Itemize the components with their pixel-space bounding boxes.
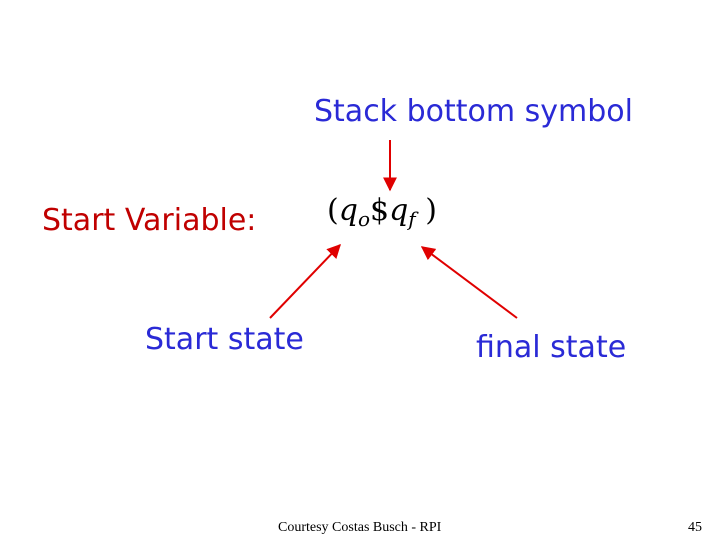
- formula-open-paren: (: [327, 193, 339, 228]
- formula-close-paren: ): [425, 193, 437, 228]
- start-variable-formula: (qo$qf ): [327, 193, 437, 231]
- start-variable-label: Start Variable:: [42, 203, 257, 238]
- formula-stack-symbol: $: [369, 193, 390, 228]
- start-state-arrow: [269, 243, 341, 319]
- footer-credit: Courtesy Costas Busch - RPI: [278, 520, 442, 535]
- page-number: 45: [688, 520, 702, 535]
- final-state-arrow: [420, 246, 518, 319]
- formula-final-q: q: [389, 193, 409, 228]
- start-state-label: Start state: [145, 322, 304, 357]
- final-state-label: final state: [476, 330, 627, 365]
- stack-bottom-symbol-label: Stack bottom symbol: [314, 94, 633, 129]
- formula-start-subscript: o: [357, 207, 370, 231]
- formula-final-subscript: f: [408, 207, 416, 231]
- formula-start-q: q: [338, 193, 358, 228]
